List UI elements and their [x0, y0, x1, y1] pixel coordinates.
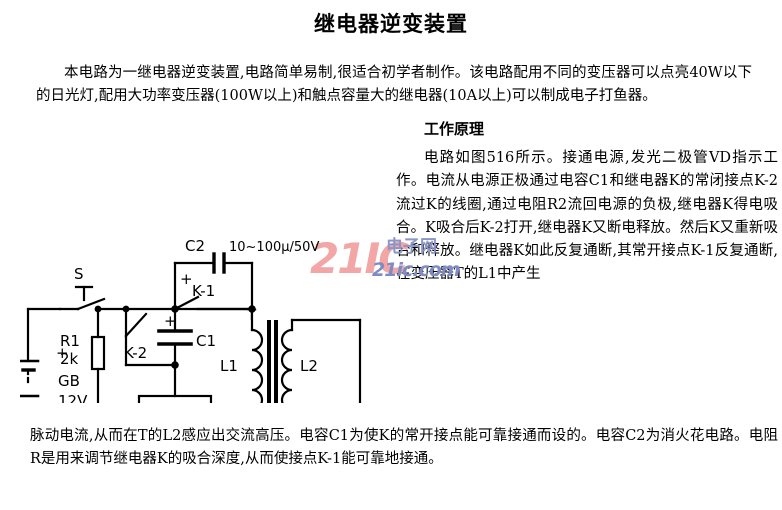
label-c1-plus: +: [164, 312, 177, 330]
relay-coil-body: [137, 394, 213, 403]
label-c2-ref: C2: [185, 237, 205, 255]
principle-paragraph: 电路如图516所示。接通电源,发光二极管VD指示工作。电流从电源正极通过电容C1…: [396, 150, 778, 283]
label-battery-minus: -: [56, 400, 61, 403]
r1-body: [90, 335, 106, 371]
label-battery-ref: GB: [58, 372, 80, 390]
k2-blade: [124, 312, 148, 338]
label-battery-plus: +: [56, 344, 69, 362]
label-transformer-ref: T: [246, 306, 257, 324]
label-battery-value: 12V: [58, 392, 88, 403]
intro-paragraph: 本电路为一继电器逆变装置,电路简单易制,很适合初学者制作。该电路配用不同的变压器…: [36, 65, 752, 104]
label-r1-value: 2k: [60, 350, 79, 368]
label-switch-s: S: [74, 265, 84, 283]
circuit-schematic: S + - GB 12V VD R1 2k K-2 + C1 C2 + 10~1…: [20, 118, 400, 403]
label-l2: L2: [300, 357, 318, 375]
label-c2-value: 10~100μ/50V: [229, 240, 319, 255]
label-contact-k1: K-1: [192, 282, 215, 300]
label-l1: L1: [220, 357, 238, 375]
switch-blade: [76, 297, 106, 311]
tail-paragraph: 脉动电流,从而在T的L2感应出交流高压。电容C1为使K的常开接点能可靠接通而设的…: [30, 428, 778, 467]
section-heading: 工作原理: [424, 120, 485, 138]
label-r1-ref: R1: [60, 332, 80, 350]
principle-column: 工作原理 电路如图516所示。接通电源,发光二极管VD指示工作。电流从电源正极通…: [396, 108, 778, 286]
label-c1-ref: C1: [196, 332, 216, 350]
l2-winding: [280, 328, 294, 403]
label-contact-k2: K-2: [124, 344, 147, 362]
page-title: 继电器逆变装置: [314, 11, 468, 36]
label-c2-plus: +: [180, 270, 193, 288]
l1-winding: [250, 328, 264, 403]
k1-blade: [173, 295, 200, 311]
schematic-svg: S + - GB 12V VD R1 2k K-2 + C1 C2 + 10~1…: [20, 237, 362, 403]
